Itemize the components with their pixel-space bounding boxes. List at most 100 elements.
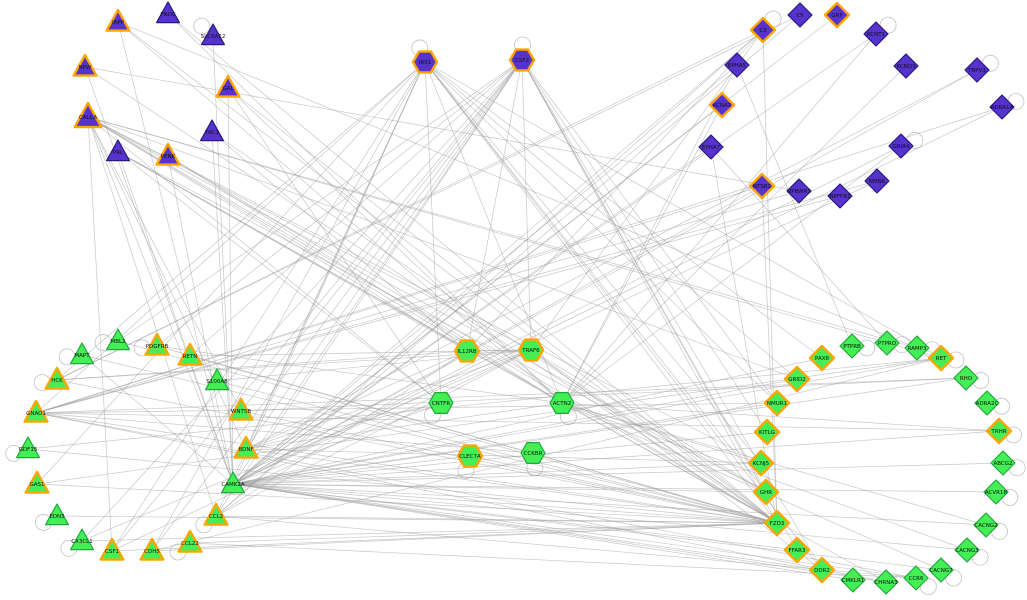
node-TRAF6[interactable] [517, 338, 545, 362]
node-GRP[interactable] [823, 1, 851, 29]
edge-TAC1-FZD3 [211, 131, 778, 524]
node-CDH5[interactable] [139, 537, 165, 561]
edge-C5-HCK [56, 14, 801, 381]
node-CCL22[interactable] [177, 529, 203, 553]
node-ADRA2C[interactable] [974, 390, 1000, 416]
node-ACTN2[interactable] [549, 392, 575, 414]
node-GRIA4[interactable] [888, 133, 914, 159]
node-NPBWR1[interactable] [786, 178, 812, 204]
edge-IRS1-CSF1 [111, 61, 426, 552]
edge-EPHA7-CAMK2A [232, 146, 712, 485]
node-EDN3[interactable] [44, 503, 70, 526]
node-ACVR1B[interactable] [983, 479, 1009, 505]
node-MBL2[interactable] [105, 328, 130, 351]
node-IL12RB[interactable] [453, 339, 481, 363]
node-GHR[interactable] [752, 478, 780, 506]
node-KCNT1[interactable] [863, 21, 889, 47]
node-PDGFRB[interactable] [144, 332, 170, 356]
edge-CSF2-MBL2 [117, 59, 523, 342]
node-GNAO1[interactable] [23, 399, 49, 423]
node-PAX8[interactable] [808, 344, 836, 372]
node-MAPT[interactable] [69, 342, 95, 365]
node-RAMP3[interactable] [904, 335, 930, 361]
edge-PNOC-FZD3 [167, 13, 778, 524]
node-IAPP[interactable] [105, 8, 131, 32]
node-CNTFR[interactable] [428, 392, 454, 414]
node-CACNG7[interactable] [928, 557, 954, 583]
node-S100A8[interactable] [205, 368, 229, 391]
edge-IAPP-ACTN2 [117, 21, 563, 404]
nodes-layer [16, 1, 1016, 595]
node-CCR6[interactable] [903, 565, 929, 591]
node-HCK[interactable] [44, 366, 70, 390]
self-loop-CCR6 [919, 578, 937, 595]
node-KCNJ5[interactable] [747, 449, 775, 477]
node-CALCA[interactable] [73, 101, 103, 129]
node-CCKBR[interactable] [520, 442, 546, 464]
node-PTPRB[interactable] [839, 333, 865, 359]
edge-IRS1-GNAO1 [35, 61, 426, 414]
node-CHRNA3[interactable] [873, 569, 899, 595]
node-CSF1[interactable] [99, 537, 125, 561]
node-ADRA1A[interactable] [989, 94, 1015, 120]
node-DDR2[interactable] [808, 556, 836, 584]
edge-CDH5-RET [151, 357, 942, 552]
node-PRL[interactable] [105, 139, 130, 162]
node-NPW[interactable] [72, 53, 98, 77]
node-TAC1[interactable] [200, 119, 224, 142]
edge-CALCA-RAMP3 [87, 116, 918, 349]
node-NMUR1[interactable] [763, 389, 791, 417]
node-GDF15[interactable] [16, 436, 41, 459]
node-CCL2[interactable] [203, 502, 229, 526]
node-CLEC7A[interactable] [456, 444, 484, 468]
edge-GNAO1-RHO [35, 377, 967, 414]
node-PNOC[interactable] [156, 1, 180, 24]
node-TRHR[interactable] [985, 417, 1013, 445]
edge-CAMK2A-RHO [232, 377, 967, 485]
node-RET[interactable] [927, 344, 955, 372]
node-CMKLR1[interactable] [840, 567, 866, 593]
edge-PTPRB-EPHA5 [736, 64, 853, 347]
edge-CALCA-FZD3 [87, 116, 778, 524]
node-GAS1[interactable] [24, 470, 50, 494]
node-C3[interactable] [749, 16, 777, 44]
node-GAL[interactable] [215, 74, 241, 98]
edge-CAMK2A-FZD3 [232, 483, 778, 524]
node-CACNG2[interactable] [973, 512, 999, 538]
node-KITLG[interactable] [753, 418, 781, 446]
node-PENK[interactable] [155, 142, 181, 166]
node-TRPV1[interactable] [964, 57, 990, 83]
node-PTPRO[interactable] [874, 330, 900, 356]
node-RETN[interactable] [177, 342, 203, 366]
edge-IRS1-FZD3 [424, 61, 778, 524]
node-CACNG3[interactable] [954, 537, 980, 563]
node-CX3CL1[interactable] [69, 528, 95, 551]
edge-GNAO1-CCR6 [35, 412, 917, 579]
node-NMBR[interactable] [864, 168, 890, 194]
node-CSF2[interactable] [508, 48, 536, 72]
node-EPHA5[interactable] [724, 52, 750, 78]
node-CAMK2A[interactable] [221, 471, 245, 494]
node-BDNF[interactable] [233, 435, 259, 459]
edge-NTSR1-GNAO1 [35, 185, 763, 414]
node-FFAR3[interactable] [783, 536, 811, 564]
node-KCNQ3[interactable] [893, 53, 919, 79]
edge-CSF2-RETN [189, 59, 523, 357]
edge-CCL22-CCR6 [189, 542, 917, 579]
node-EPHA7[interactable] [698, 134, 724, 160]
edge-CALCA-GRID2 [87, 116, 798, 380]
node-WNT5B[interactable] [228, 397, 254, 421]
node-KCNA1[interactable] [708, 91, 736, 119]
node-SLC6A12[interactable] [201, 23, 225, 46]
node-ABCG2[interactable] [990, 450, 1016, 476]
node-NTSR1[interactable] [748, 172, 776, 200]
node-GRID2[interactable] [783, 365, 811, 393]
node-C5[interactable] [787, 2, 813, 28]
node-IRS1[interactable] [411, 50, 439, 74]
edge-BDNF-ACTN2 [245, 402, 563, 450]
node-RHO[interactable] [953, 365, 979, 391]
node-FZD3[interactable] [763, 509, 791, 537]
node-NPFFR2[interactable] [827, 183, 853, 209]
